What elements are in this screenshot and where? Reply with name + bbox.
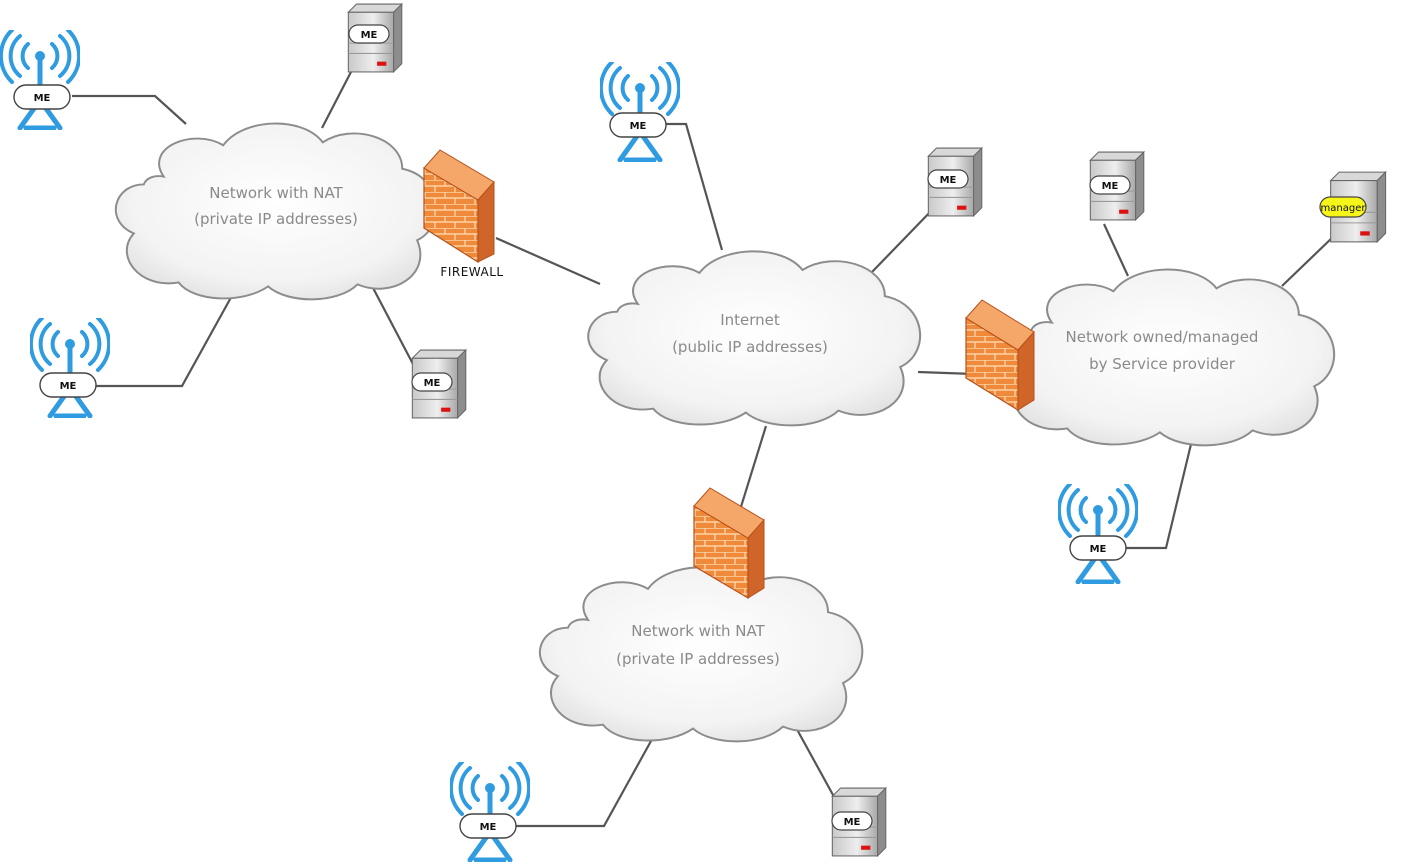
link-provider-manager (1281, 235, 1335, 287)
cloud-internet-subtitle: (public IP addresses) (672, 338, 828, 356)
server-label: ME (1102, 181, 1119, 192)
cloud-nat-bottom-title: Network with NAT (631, 622, 765, 640)
link-nat-left-antenna-bottom (96, 291, 235, 388)
link-nat-left-server-top (321, 69, 353, 129)
firewall-left (423, 149, 495, 264)
cloud-internet-title: Internet (720, 311, 780, 329)
cloud-nat-bottom: Network with NAT (private IP addresses) (538, 566, 864, 743)
antenna-nat-left-bottom: ME (31, 318, 109, 416)
firewall-bottom (693, 487, 765, 600)
manager-label: manager (1321, 203, 1367, 214)
link-nat-bottom-antenna (516, 731, 657, 828)
cloud-nat-bottom-subtitle: (private IP addresses) (616, 650, 780, 668)
server-nat-bottom: ME (831, 787, 887, 857)
antenna-nat-bottom: ME (451, 762, 529, 860)
link-nat-left-server-bottom (371, 285, 415, 367)
cloud-internet: Internet (public IP addresses) (587, 250, 922, 427)
cloud-nat-left-title: Network with NAT (209, 184, 343, 202)
server-nat-left-top: ME (347, 3, 403, 73)
link-internet-provider (917, 370, 975, 376)
link-nat-left-antenna-top (72, 94, 187, 125)
connection-lines (72, 69, 1335, 828)
link-internet-server (871, 207, 935, 273)
antenna-label: ME (630, 121, 647, 132)
firewall-right (965, 299, 1035, 412)
antenna-provider: ME (1059, 484, 1137, 582)
cloud-nat-left: Network with NAT (private IP addresses) (114, 122, 438, 301)
server-internet: ME (927, 147, 983, 217)
cloud-provider-subtitle: by Service provider (1089, 355, 1236, 373)
link-provider-antenna (1126, 439, 1194, 550)
link-internet-nat-bottom (738, 425, 768, 511)
link-firewall-internet (495, 236, 601, 286)
server-manager: manager (1319, 171, 1387, 243)
cloud-service-provider: Network owned/managed by Service provide… (1001, 268, 1336, 447)
server-label: ME (361, 30, 378, 41)
firewall-label: FIREWALL (440, 265, 503, 279)
antenna-nat-left-top: ME (1, 30, 79, 128)
server-nat-left-bottom: ME (411, 349, 467, 419)
cloud-nat-left-subtitle: (private IP addresses) (194, 210, 358, 228)
cloud-provider-title: Network owned/managed (1066, 328, 1259, 346)
link-nat-bottom-server (793, 723, 839, 805)
server-label: ME (940, 175, 957, 186)
link-internet-antenna (666, 122, 724, 251)
server-label: ME (844, 817, 861, 828)
server-provider: ME (1089, 151, 1145, 221)
antenna-label: ME (1090, 544, 1107, 555)
server-label: ME (424, 378, 441, 389)
link-provider-server (1103, 223, 1129, 277)
antenna-label: ME (60, 381, 77, 392)
antenna-label: ME (480, 822, 497, 833)
antenna-label: ME (34, 93, 51, 104)
antenna-internet: ME (601, 62, 679, 160)
